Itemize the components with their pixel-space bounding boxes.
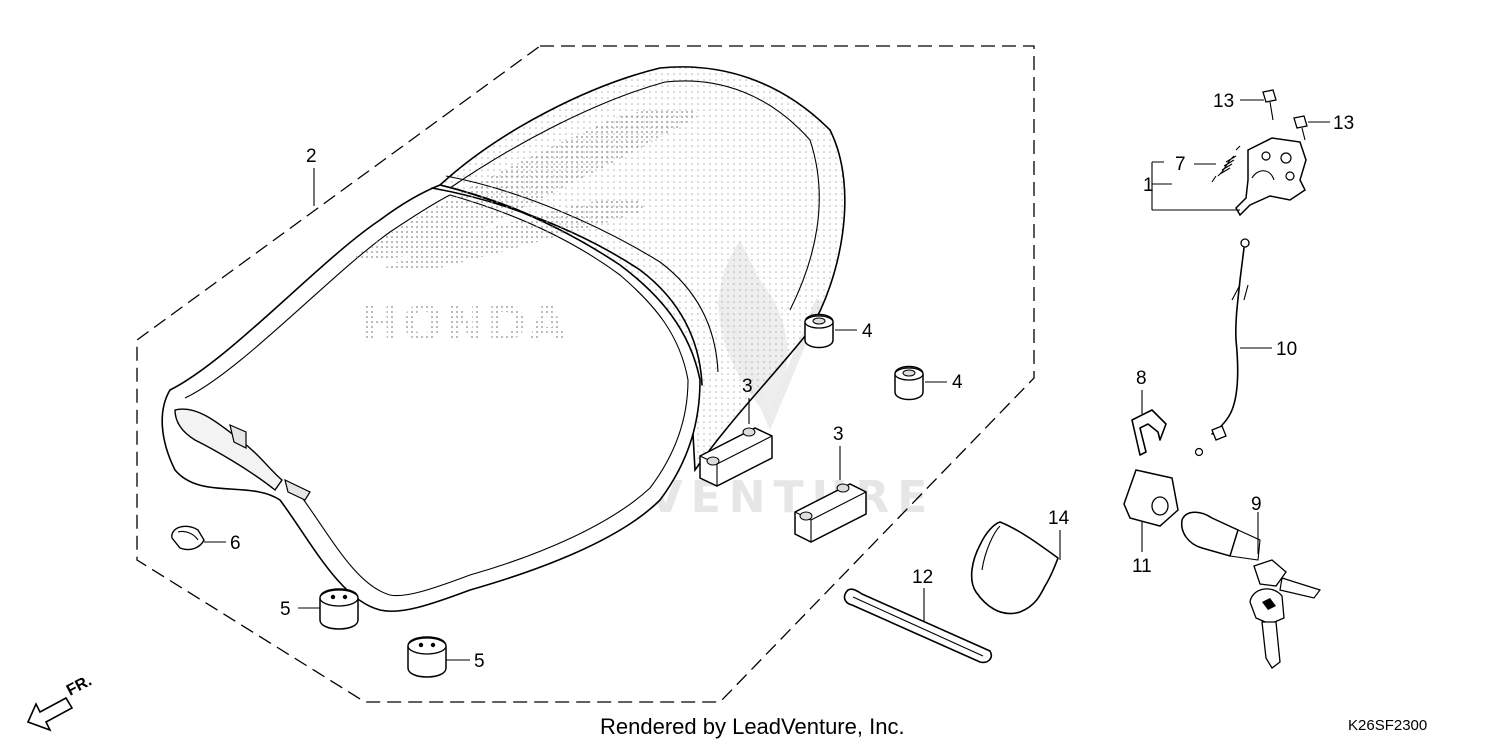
latch-bolt-upper <box>1262 89 1277 121</box>
callout-11: 11 <box>1132 556 1152 577</box>
lock-bracket <box>1123 469 1179 527</box>
seat-front-underside <box>174 408 283 492</box>
cushion-block-upper <box>699 427 773 487</box>
rubber-stopper-upper <box>804 313 834 349</box>
seat-rear-top <box>449 80 820 311</box>
callout-7: 7 <box>1175 154 1186 175</box>
key-lock-set <box>1180 511 1321 669</box>
seat-clip <box>171 525 205 551</box>
tool-holder-band <box>843 588 993 664</box>
callout-5-left: 5 <box>280 599 291 620</box>
seat-cushion-left <box>319 588 359 630</box>
front-arrow-icon <box>26 696 74 732</box>
callout-5-bottom: 5 <box>474 651 485 672</box>
front-direction-indicator: FR. <box>26 672 95 732</box>
callout-3-upper: 3 <box>742 376 753 397</box>
callout-3-lower: 3 <box>833 424 844 445</box>
callout-13-right: 13 <box>1333 113 1354 134</box>
seat-bracket <box>229 423 247 449</box>
rubber-stopper-lower <box>894 365 924 401</box>
callout-13-upper: 13 <box>1213 91 1234 112</box>
callout-4-upper: 4 <box>862 321 873 342</box>
honda-wing-logo: HONDA <box>350 108 700 352</box>
latch-bolt-right <box>1293 115 1308 141</box>
callout-12: 12 <box>912 567 933 588</box>
callout-10: 10 <box>1276 339 1297 360</box>
callout-6: 6 <box>230 533 241 554</box>
front-direction-label: FR. <box>64 672 95 699</box>
callout-4-lower: 4 <box>952 372 963 393</box>
seat-logo-text: HONDA <box>360 296 568 352</box>
callout-8: 8 <box>1136 368 1147 389</box>
callout-9: 9 <box>1251 494 1262 515</box>
callout-14: 14 <box>1048 508 1070 529</box>
seat-assembly: HONDA <box>161 66 846 613</box>
diagram-code: K26SF2300 <box>1348 717 1428 734</box>
callout-2: 2 <box>306 146 317 167</box>
cable-clip <box>1131 409 1167 456</box>
seat-bottom-tab <box>284 478 311 501</box>
callout-1: 1 <box>1143 175 1154 196</box>
leader-lines <box>204 99 1330 661</box>
latch-spring <box>1211 145 1241 183</box>
helmet-holder-wire <box>970 521 1059 615</box>
seat-main <box>161 184 701 613</box>
assembly-boundary <box>136 45 1035 703</box>
render-credit: Rendered by LeadVenture, Inc. <box>600 714 905 739</box>
seat-lock-latch <box>1235 137 1307 217</box>
seat-lock-cable <box>1194 238 1250 457</box>
seat-cushion-bottom <box>407 636 447 678</box>
cushion-block-lower <box>794 483 867 543</box>
callouts: 2 4 4 3 3 5 5 6 12 14 8 11 9 10 1 7 13 1… <box>230 91 1354 672</box>
seat-inner-edge <box>184 194 689 597</box>
